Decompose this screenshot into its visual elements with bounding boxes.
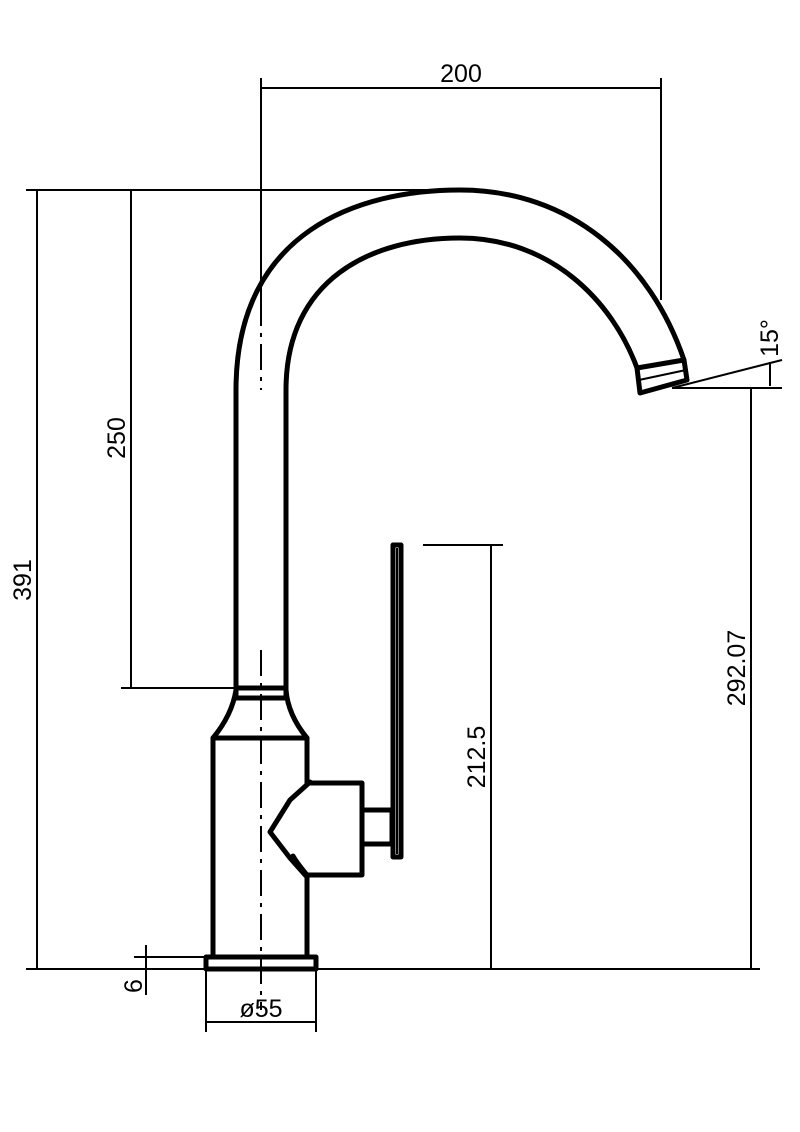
- faucet-body: [203, 542, 404, 972]
- dimension-base-diameter-label: ø55: [239, 995, 282, 1023]
- spout: [233, 187, 690, 691]
- cartridge-block: [290, 780, 365, 878]
- dimension-spout-height: 250: [103, 190, 236, 689]
- spout-outer: [233, 187, 687, 691]
- dimension-reach: 200: [260, 60, 662, 300]
- dimension-outlet-height: 292.07: [672, 387, 782, 969]
- cartridge-chevron: [267, 779, 313, 879]
- dimension-total-height: 391: [9, 189, 760, 970]
- dimension-lever-height-label: 212.5: [463, 726, 491, 789]
- dimension-lever-height: 212.5: [423, 544, 503, 969]
- dimension-outlet-height-label: 292.07: [723, 630, 751, 706]
- dimension-total-height-label: 391: [9, 559, 37, 601]
- lever-stem: [359, 807, 395, 847]
- lever-blade: [390, 542, 404, 860]
- dimension-base-diameter: ø55: [205, 969, 317, 1032]
- spout-outlet: [634, 357, 690, 396]
- dimension-base-thickness: 6: [120, 945, 206, 995]
- dimension-outlet-angle: 15°: [671, 319, 784, 389]
- dimension-reach-label: 200: [440, 60, 482, 88]
- spout-inner: [283, 235, 640, 691]
- dimension-base-thickness-label: 6: [120, 979, 148, 993]
- dimension-outlet-angle-label: 15°: [756, 319, 784, 357]
- outlet-ring: [638, 369, 687, 381]
- dimension-spout-height-label: 250: [103, 417, 131, 459]
